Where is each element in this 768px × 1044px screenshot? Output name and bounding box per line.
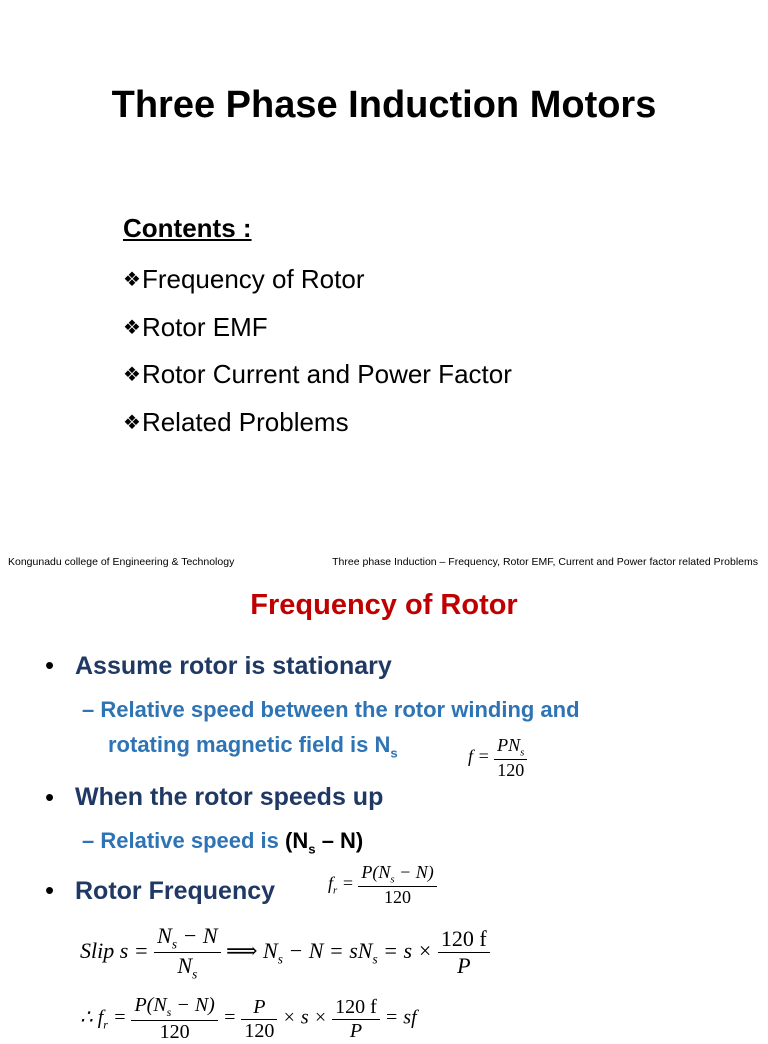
list-item: ❖Related Problems [123,406,349,437]
diamond-bullet-icon: ❖ [123,316,141,339]
contents-heading: Contents : [123,213,252,243]
sub-bullet-line2: rotating magnetic field is Ns [108,732,398,761]
slide2-title: Frequency of Rotor [250,589,518,621]
bullet-dot: • [45,650,55,680]
slide-title: Three Phase Induction Motors [111,84,657,126]
list-item: ❖Rotor EMF [123,311,268,342]
diamond-bullet-icon: ❖ [123,411,141,434]
bullet-dot: • [45,875,55,905]
bullet-assume-stationary: Assume rotor is stationary [75,652,392,680]
dash-icon: – [82,697,101,722]
diamond-bullet-icon: ❖ [123,364,141,386]
sub-bullet-relative-speed: – Relative speed between the rotor windi… [82,697,580,722]
bullet-dot: • [45,782,55,812]
diamond-bullet-icon: ❖ [123,269,141,291]
bullet-rotor-speeds-up: When the rotor speeds up [75,783,384,811]
bullet-rotor-frequency: Rotor Frequency [75,877,276,905]
list-item: ❖Frequency of Rotor [123,264,365,294]
dash-icon: – [82,828,101,853]
footer-left: Kongunadu college of Engineering & Techn… [8,556,235,568]
equation-fr: fr = P(Ns − N)120 [328,862,437,908]
list-item: ❖Rotor Current and Power Factor [123,359,512,389]
sub-bullet-relative-speed-ns-n: – Relative speed is (Ns – N) [82,828,364,857]
contents-list: ❖Frequency of Rotor ❖Rotor EMF ❖Rotor Cu… [123,262,512,452]
footer-right: Three phase Induction – Frequency, Rotor… [332,556,758,568]
